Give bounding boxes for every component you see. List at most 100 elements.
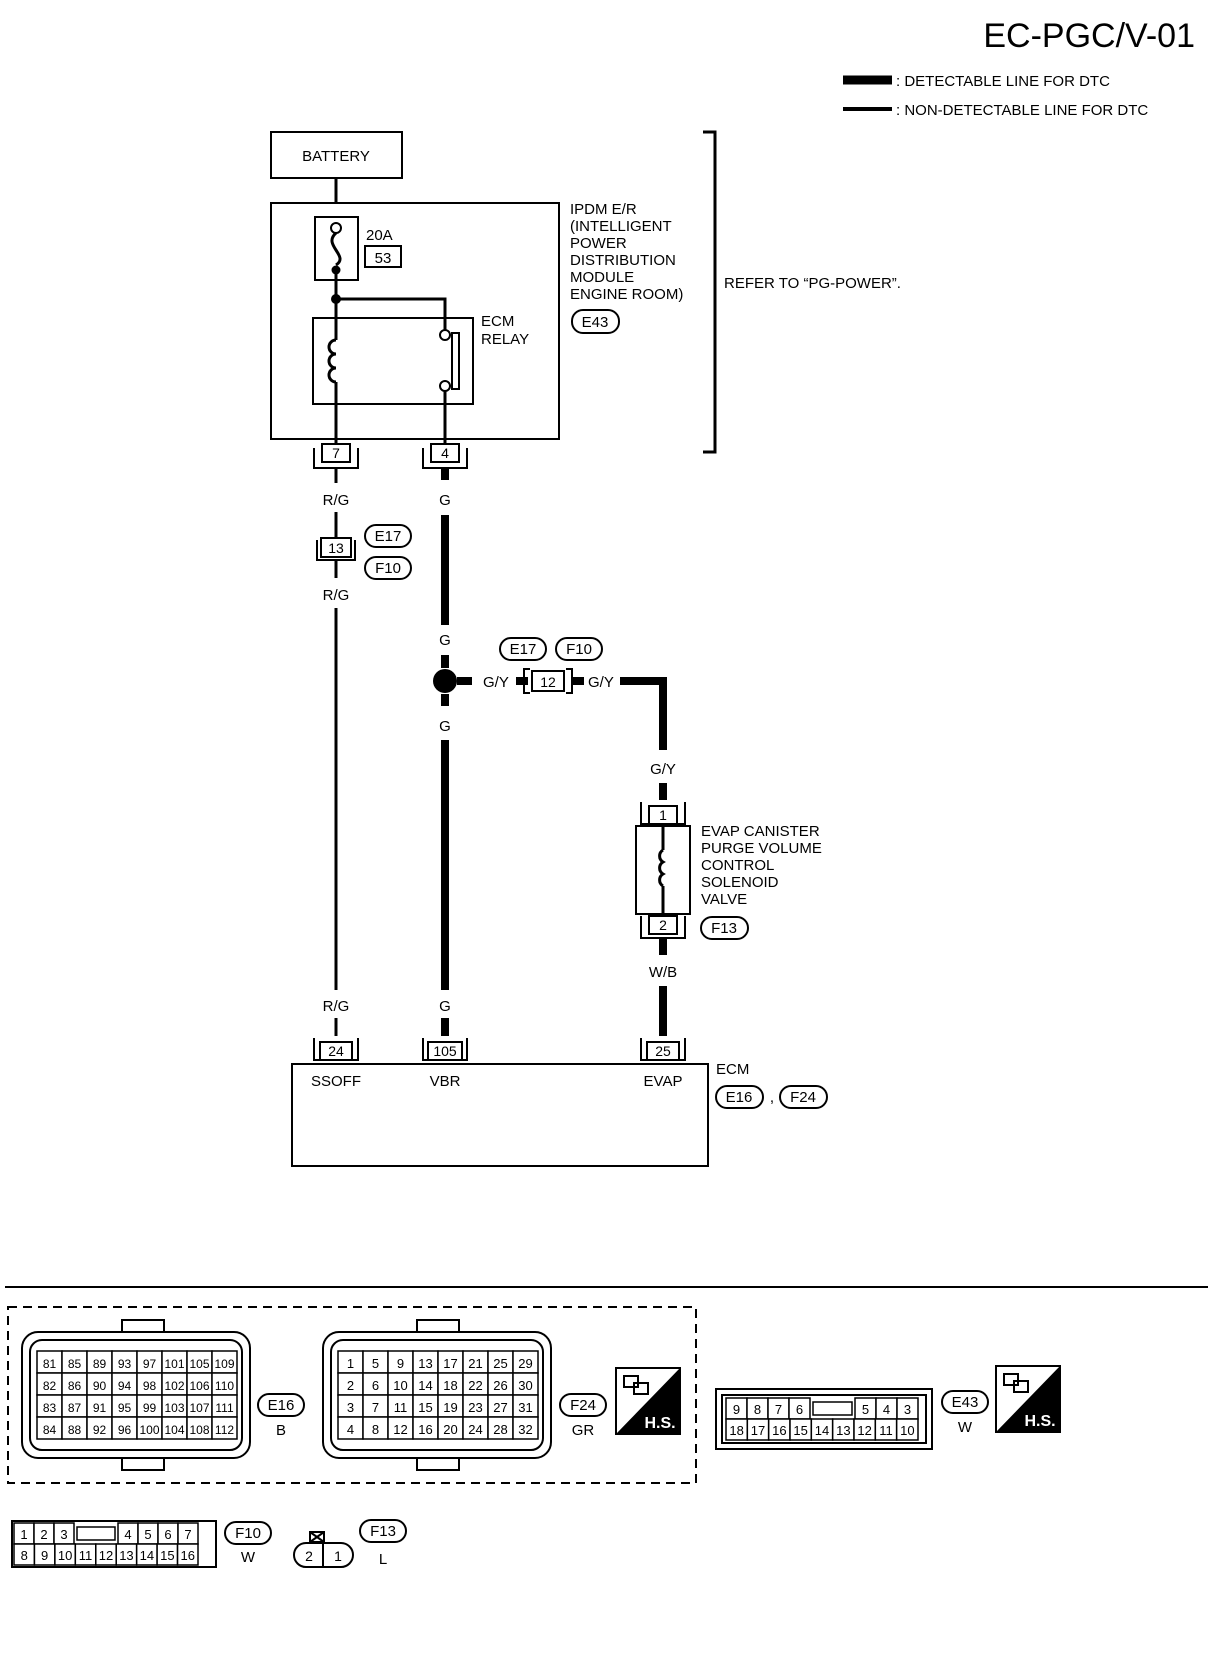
pin-number: 3 [60, 1527, 67, 1542]
e16-badge [257, 1393, 305, 1417]
pin-number: 112 [215, 1423, 234, 1437]
pin-number: 14 [418, 1378, 432, 1393]
f24-color: GR [572, 1422, 595, 1439]
wire-color-rg-1: R/G [323, 492, 350, 509]
solenoid-label-3: CONTROL [701, 857, 774, 874]
f24-latch-bottom [416, 1457, 460, 1471]
wire-color-g-1: G [439, 492, 451, 509]
ipdm-box [270, 202, 560, 440]
pin-number: 107 [189, 1401, 209, 1415]
f13-latch-cross-2 [309, 1531, 325, 1543]
pin-number: 104 [164, 1423, 184, 1437]
ecm-connector-separator: , [770, 1089, 774, 1106]
f10-badge [224, 1521, 272, 1545]
wire-color-g-2: G [439, 632, 451, 649]
solenoid-label-5: VALVE [701, 891, 747, 908]
legend: : DETECTABLE LINE FOR DTC : NON-DETECTAB… [843, 73, 1148, 119]
pin-number: 3 [904, 1402, 911, 1417]
ecm-connectors-group [7, 1306, 697, 1484]
ecm-connector-badge-2 [779, 1085, 828, 1109]
wire-color-gy-2: G/Y [588, 674, 614, 691]
ipdm-pin7-box [321, 443, 351, 463]
ecm-label: ECM [716, 1061, 749, 1078]
f10-label: F10 [235, 1525, 261, 1542]
ipdm-pin4: 4 [441, 445, 449, 461]
ecm-connector-1: E16 [726, 1089, 753, 1106]
pin-number: 83 [43, 1401, 57, 1415]
ipdm-label-6: ENGINE ROOM) [570, 286, 683, 303]
joint-12-pin: 12 [540, 674, 556, 690]
pin-number: 18 [729, 1423, 743, 1438]
pin-number: 109 [214, 1357, 234, 1371]
ecm-pin105-box [427, 1041, 463, 1061]
solenoid-connector-badge [700, 916, 749, 940]
pin-number: 20 [443, 1422, 457, 1437]
hs-icon-plug-a-2 [1003, 1373, 1019, 1386]
pin-number: 85 [68, 1357, 82, 1371]
pin-number: 81 [43, 1357, 57, 1371]
pin-number: 15 [160, 1548, 174, 1563]
pin-number: 105 [189, 1357, 209, 1371]
joint-13-label-1: E17 [375, 528, 402, 545]
fuse-terminal-top [330, 222, 342, 234]
ecm-relay-box [312, 317, 474, 405]
f10-housing [11, 1520, 217, 1568]
ipdm-pin7: 7 [332, 445, 340, 461]
fuse-rating: 20A [366, 227, 393, 244]
pin-number: 30 [518, 1378, 532, 1393]
e16-latch-bottom [121, 1457, 165, 1471]
e16-latch-top [121, 1319, 165, 1333]
pin-number: 17 [443, 1356, 457, 1371]
pin-number: 25 [493, 1356, 507, 1371]
pin-number: 18 [443, 1378, 457, 1393]
pin-number: 95 [118, 1401, 132, 1415]
f13-pin-2: 2 [305, 1548, 313, 1564]
pin-number: 17 [751, 1423, 765, 1438]
legend-detectable-text: : DETECTABLE LINE FOR DTC [896, 73, 1110, 90]
pin-number: 82 [43, 1379, 57, 1393]
pin-number: 92 [93, 1423, 107, 1437]
pin-number: 3 [347, 1400, 354, 1415]
ipdm-label-2: (INTELLIGENT [570, 218, 672, 235]
ipdm-label-1: IPDM E/R [570, 201, 637, 218]
pin-number: 89 [93, 1357, 107, 1371]
ipdm-label-4: DISTRIBUTION [570, 252, 676, 269]
ipdm-label-5: MODULE [570, 269, 634, 286]
pin-number: 5 [862, 1402, 869, 1417]
pin-number: 29 [518, 1356, 532, 1371]
relay-switch-feed [336, 297, 447, 330]
e16-housing-inner [29, 1339, 243, 1451]
hs-icon: H.S. [615, 1367, 681, 1435]
pin-number: 7 [372, 1400, 379, 1415]
pin-number: 2 [40, 1527, 47, 1542]
pin-number: 90 [93, 1379, 107, 1393]
pin-number: 4 [883, 1402, 890, 1417]
pin-number: 101 [164, 1357, 184, 1371]
solenoid-label-2: PURGE VOLUME [701, 840, 822, 857]
pin-number: 98 [143, 1379, 157, 1393]
pin-number: 8 [754, 1402, 761, 1417]
e16-label: E16 [268, 1397, 295, 1414]
pin-number: 10 [900, 1423, 914, 1438]
pin-number: 16 [772, 1423, 786, 1438]
pin-number: 8 [21, 1548, 28, 1563]
pin-number: 6 [164, 1527, 171, 1542]
pin-number: 11 [79, 1548, 93, 1563]
ecm-pin24-box [319, 1041, 353, 1061]
pin-number: 28 [493, 1422, 507, 1437]
joint-13-label-2: F10 [375, 560, 401, 577]
pin-number: 102 [164, 1379, 184, 1393]
hs-icon-fill-1 [616, 1368, 680, 1434]
ecm-pin105: 105 [433, 1043, 457, 1059]
joint-13-badge-1 [364, 524, 412, 548]
battery-label: BATTERY [302, 148, 370, 165]
ecm-pin24: 24 [328, 1043, 344, 1059]
relay-armature [451, 332, 460, 390]
relay-contact-bottom [439, 380, 451, 392]
pin-number: 12 [857, 1423, 871, 1438]
